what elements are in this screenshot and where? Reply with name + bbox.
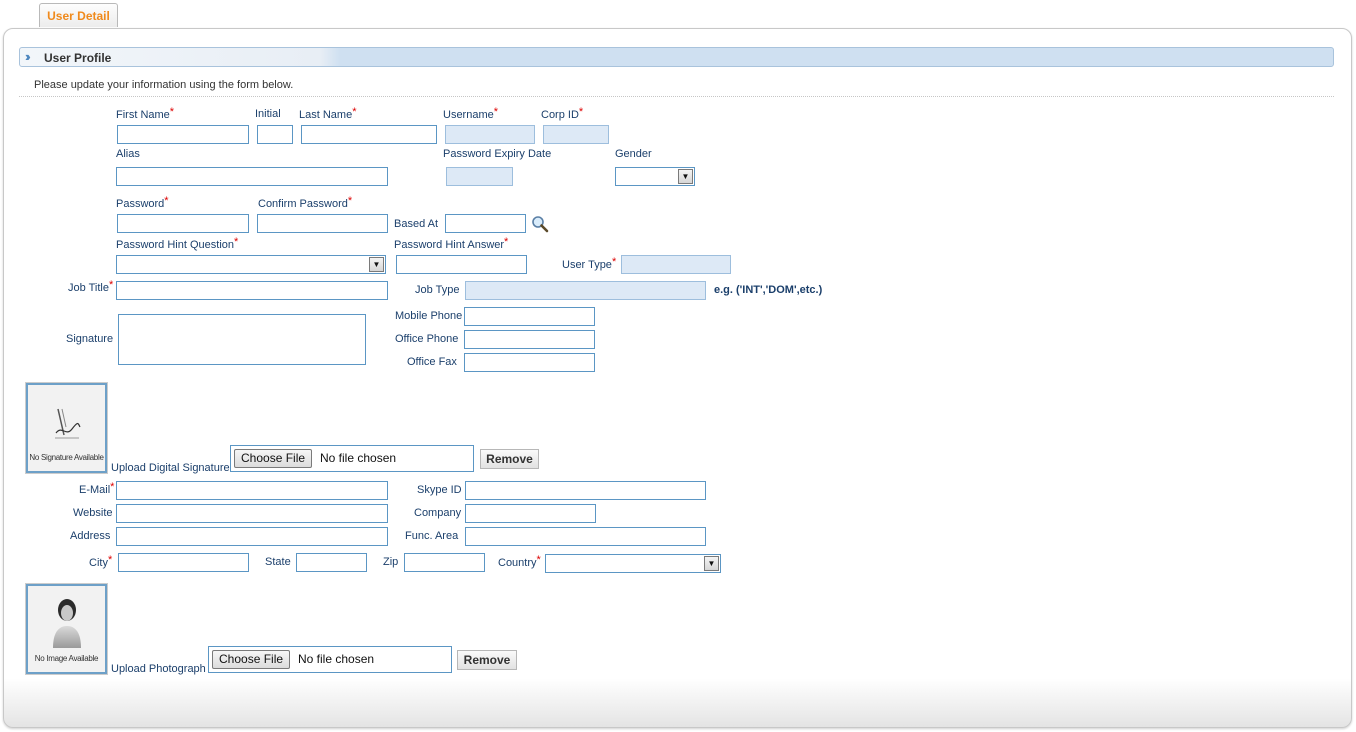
corp-id-input[interactable]	[543, 125, 609, 144]
email-label: E-Mail*	[79, 481, 115, 496]
magnifier-icon[interactable]	[531, 215, 549, 233]
user-type-input[interactable]	[621, 255, 731, 274]
password-expiry-label: Password Expiry Date	[443, 148, 552, 160]
initial-label: Initial	[255, 108, 281, 120]
signature-thumbnail: No Signature Available	[25, 382, 108, 474]
city-input[interactable]	[118, 553, 249, 572]
func-area-label: Func. Area	[405, 530, 459, 542]
signature-pen-icon	[55, 408, 81, 439]
signature-label: Signature	[66, 333, 114, 345]
photo-choose-file-button[interactable]: Choose File	[212, 650, 291, 669]
intro-text: Please update your information using the…	[34, 79, 294, 91]
office-fax-input[interactable]	[464, 353, 595, 372]
chevron-down-icon: ▼	[369, 257, 384, 272]
mobile-phone-label: Mobile Phone	[395, 310, 463, 322]
based-at-label: Based At	[394, 218, 439, 230]
photo-file-input[interactable]: Choose File No file chosen	[208, 646, 452, 673]
hint-answer-label: Password Hint Answer*	[394, 236, 509, 251]
signature-placeholder-caption: No Signature Available	[29, 453, 104, 462]
skype-input[interactable]	[465, 481, 706, 500]
office-fax-label: Office Fax	[407, 356, 457, 368]
initial-input[interactable]	[257, 125, 293, 144]
website-label: Website	[73, 507, 113, 519]
signature-remove-button[interactable]: Remove	[480, 449, 539, 469]
password-input[interactable]	[117, 214, 249, 233]
hint-answer-input[interactable]	[396, 255, 527, 274]
country-label: Country*	[498, 554, 541, 569]
alias-label: Alias	[116, 148, 140, 160]
office-phone-input[interactable]	[464, 330, 595, 349]
job-title-input[interactable]	[116, 281, 388, 300]
address-label: Address	[70, 530, 111, 542]
section-title: User Profile	[44, 51, 112, 65]
chevron-down-icon: ▼	[704, 556, 719, 571]
zip-input[interactable]	[404, 553, 485, 572]
signature-choose-file-button[interactable]: Choose File	[234, 449, 313, 468]
gender-label: Gender	[615, 148, 652, 160]
corp-id-label: Corp ID*	[541, 106, 584, 121]
office-phone-label: Office Phone	[395, 333, 459, 345]
website-input[interactable]	[116, 504, 388, 523]
hint-question-label: Password Hint Question*	[116, 236, 239, 251]
job-type-input[interactable]	[465, 281, 706, 300]
based-at-input[interactable]	[445, 214, 526, 233]
signature-file-status: No file chosen	[320, 451, 397, 465]
last-name-input[interactable]	[301, 125, 437, 144]
address-input[interactable]	[116, 527, 388, 546]
last-name-label: Last Name*	[299, 106, 357, 121]
job-type-hint: e.g. ('INT','DOM',etc.)	[714, 284, 823, 296]
photo-file-status: No file chosen	[298, 652, 375, 666]
hint-question-select[interactable]: ▼	[116, 255, 386, 274]
double-chevron-icon: ››	[25, 49, 30, 64]
chevron-down-icon: ▼	[678, 169, 693, 184]
country-select[interactable]: ▼	[545, 554, 721, 573]
divider	[19, 96, 1334, 97]
company-label: Company	[414, 507, 462, 519]
zip-label: Zip	[383, 556, 399, 568]
mobile-phone-input[interactable]	[464, 307, 595, 326]
upload-photo-label: Upload Photograph	[111, 663, 206, 675]
password-expiry-input[interactable]	[446, 167, 513, 186]
tab-user-detail[interactable]: User Detail	[39, 3, 118, 27]
form-panel	[3, 28, 1352, 728]
person-silhouette-icon	[53, 599, 81, 648]
section-header: ›› User Profile	[19, 47, 1334, 67]
photo-thumbnail: No Image Available	[25, 583, 108, 675]
func-area-input[interactable]	[465, 527, 706, 546]
state-input[interactable]	[296, 553, 367, 572]
state-label: State	[265, 556, 291, 568]
signature-file-input[interactable]: Choose File No file chosen	[230, 445, 474, 472]
alias-input[interactable]	[116, 167, 388, 186]
username-label: Username*	[443, 106, 499, 121]
job-title-label: Job Title*	[68, 279, 114, 294]
company-input[interactable]	[465, 504, 596, 523]
confirm-password-label: Confirm Password*	[258, 195, 353, 210]
skype-label: Skype ID	[417, 484, 462, 496]
job-type-label: Job Type	[415, 284, 460, 296]
user-type-label: User Type*	[562, 256, 617, 271]
username-input[interactable]	[445, 125, 535, 144]
first-name-input[interactable]	[117, 125, 249, 144]
email-input[interactable]	[116, 481, 388, 500]
city-label: City*	[89, 554, 113, 569]
password-label: Password*	[116, 195, 169, 210]
upload-signature-label: Upload Digital Signature	[111, 462, 230, 474]
gender-select[interactable]: ▼	[615, 167, 695, 186]
confirm-password-input[interactable]	[257, 214, 388, 233]
signature-textarea[interactable]	[118, 314, 366, 365]
first-name-label: First Name*	[116, 106, 175, 121]
photo-placeholder-caption: No Image Available	[34, 654, 99, 663]
photo-remove-button[interactable]: Remove	[457, 650, 517, 670]
